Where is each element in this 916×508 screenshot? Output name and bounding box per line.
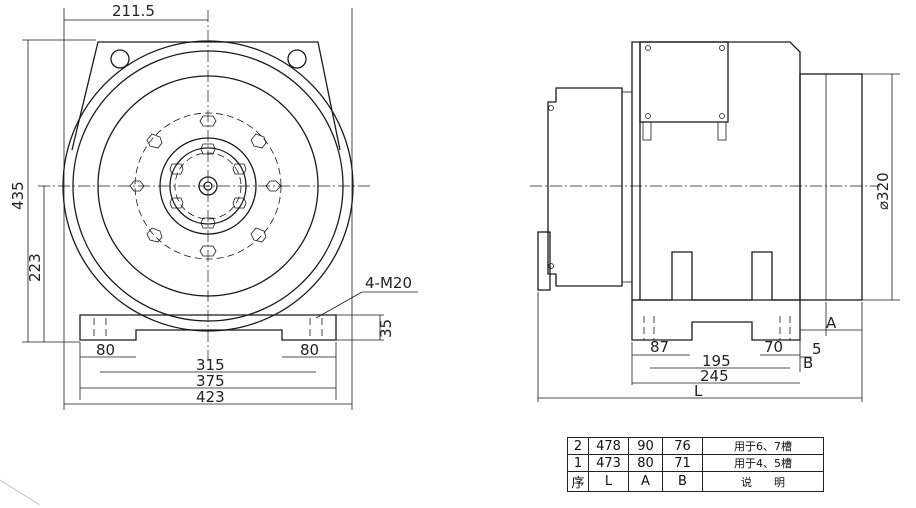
dim-375: 375 [196,372,225,390]
corner-mark [0,479,41,506]
table-cell: 用于4、5槽 [702,454,824,472]
side-main-body [631,41,801,301]
side-screw-2 [719,45,725,51]
dim-211-5: 211.5 [112,2,155,20]
front-base [79,314,337,341]
dim-diameter-320: ⌀320 [874,172,892,210]
dim-80-left: 80 [96,341,115,359]
side-screw-4 [719,113,725,119]
table-cell: 478 [588,437,629,455]
dim-315: 315 [196,356,225,374]
table-cell: 71 [662,454,703,472]
side-screw-5 [548,105,554,111]
label-L: L [694,382,703,400]
table-cell: 说 明 [702,471,824,492]
side-terminal-stand-left [642,121,652,141]
dim-223: 223 [26,253,44,282]
dim-245: 245 [700,367,729,385]
table-cell: L [588,471,629,492]
side-terminal-box [639,41,729,123]
table-row: 2 478 90 76 用于6、7槽 [567,437,824,455]
table-cell: 2 [567,437,589,455]
side-base [631,299,801,341]
front-flange-outline [71,41,341,151]
front-dimension-lines [22,8,418,410]
dim-435: 435 [9,181,27,210]
label-B: B [803,354,813,372]
dim-35: 35 [377,319,395,338]
table-cell: 80 [628,454,663,472]
table-cell: 90 [628,437,663,455]
front-hub-bolts [169,143,247,229]
dim-195: 195 [702,352,731,370]
dim-423: 423 [196,388,225,406]
side-foot-holes [643,316,791,340]
side-screw-3 [645,113,651,119]
side-screw-1 [645,45,651,51]
table-cell: 序 [567,471,589,492]
table-cell: 1 [567,454,589,472]
side-spacer [621,91,633,283]
side-terminal-stand-right [717,121,727,141]
table-cell: 用于6、7槽 [702,437,824,455]
dim-70: 70 [764,338,783,356]
side-dimension-lines [537,73,900,402]
table-cell: 473 [588,454,629,472]
table-row: 1 473 80 71 用于4、5槽 [567,454,824,472]
dim-80-right: 80 [300,341,319,359]
front-bolt-hole-left [110,49,130,69]
side-end-cap [547,87,623,287]
dim-5: 5 [812,340,822,358]
table-cell: B [662,471,703,492]
front-view: 211.5 435 223 35 80 80 315 375 423 4-M20 [9,2,418,410]
table-cell: A [628,471,663,492]
side-sheave [799,73,863,301]
thread-note: 4-M20 [365,274,412,292]
table-row: 序 L A B 说 明 [567,471,824,492]
spec-table: 2 478 90 76 用于6、7槽 1 473 80 71 用于4、5槽 序 … [567,437,824,492]
side-screw-6 [548,263,554,269]
front-bolt-hole-right [287,49,307,69]
side-brake-plate [537,231,551,291]
front-foot-holes [93,318,323,340]
side-view: ⌀320 87 195 70 5 245 A B L [530,41,900,402]
label-A: A [826,314,837,332]
table-cell: 76 [662,437,703,455]
dim-87: 87 [650,338,669,356]
